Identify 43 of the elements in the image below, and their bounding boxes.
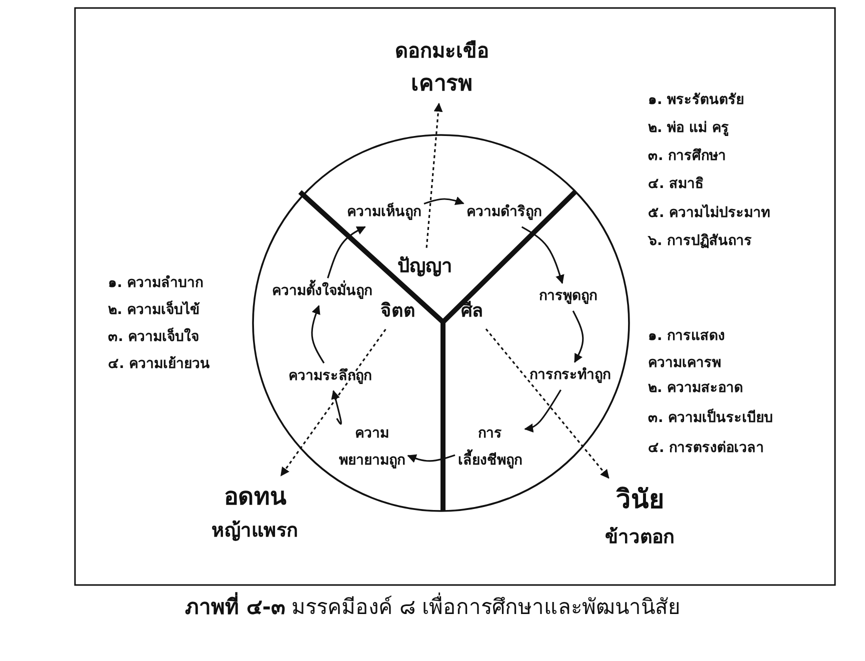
section-label: ปัญญา	[398, 250, 452, 282]
path-factor-label: ความดำริถูก	[466, 201, 542, 225]
list-item: ๓. ความเจ็บใจ	[108, 327, 200, 347]
symbol-label: เคารพ	[410, 70, 474, 98]
path-factor-label: การพูดถูก	[539, 285, 597, 309]
section-label: ศีล	[461, 296, 483, 328]
cycle-arrow	[327, 226, 366, 278]
figure-caption: ภาพที่ ๔-๓ มรรคมีองค์ ๘ เพื่อการศึกษาและพัฒนานิสัย	[0, 590, 865, 623]
list-item: ๔. การตรงต่อเวลา	[648, 439, 764, 458]
symbol-label: ข้าวตอก	[605, 524, 675, 550]
virtue-heading: อดทน	[223, 482, 288, 513]
list-item: ๑. พระรัตนตรัย	[648, 91, 744, 110]
path-factor-label: ความระลึกถูก	[288, 365, 372, 389]
path-factor-label: การ เลี้ยงชีพถูก	[458, 420, 522, 474]
cycle-arrow	[331, 390, 342, 424]
dashed-arrow	[485, 328, 610, 479]
dashed-arrow	[280, 328, 386, 476]
cycle-arrow	[524, 389, 562, 432]
list-item: ๖. การปฏิสันถาร	[648, 232, 752, 251]
cycle-arrow	[572, 310, 584, 363]
dashed-arrow	[426, 102, 443, 248]
section-label: จิตต	[380, 296, 416, 328]
path-factor-label: ความตั้งใจมั่นถูก	[272, 280, 372, 304]
list-item: ๔. สมาธิ	[648, 175, 704, 194]
list-item: ๒. ความเจ็บไข้	[108, 300, 200, 320]
list-item: ๑. การแสดง ความเคารพ	[648, 327, 726, 373]
cycle-arrow	[407, 454, 456, 463]
symbol-label: หญ้าแพรก	[212, 519, 298, 544]
list-item: ๒. พ่อ แม่ ครู	[648, 119, 729, 138]
virtue-heading: ดอกมะเขือ	[395, 37, 489, 64]
virtue-heading: วินัย	[615, 484, 665, 517]
path-factor-label: ความเห็นถูก	[347, 201, 421, 225]
list-item: ๕. ความไม่ประมาท	[648, 203, 770, 223]
cycle-arrow	[424, 196, 464, 205]
path-factor-label: การกระทำถูก	[530, 364, 610, 388]
list-item: ๒. ความสะอาด	[648, 379, 744, 398]
list-item: ๓. การศึกษา	[648, 147, 726, 166]
cycle-arrow	[311, 305, 325, 364]
path-factor-label: ความ พยายามถูก	[339, 420, 405, 474]
list-item: ๓. ความเป็นระเบียบ	[648, 408, 774, 428]
cycle-arrow	[521, 226, 564, 284]
list-item: ๑. ความลำบาก	[108, 274, 204, 293]
list-item: ๔. ความเย้ายวน	[108, 355, 210, 374]
